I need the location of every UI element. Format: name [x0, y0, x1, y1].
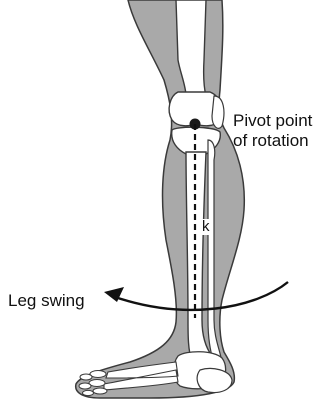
leg-swing-label: Leg swing: [8, 291, 85, 311]
patella-bone: [212, 96, 224, 128]
k-label: k: [201, 219, 211, 235]
pivot-label-line1: Pivot point: [233, 111, 312, 131]
toe-bones: [79, 371, 107, 396]
pivot-label-line2: of rotation: [233, 131, 312, 151]
heel-bone: [197, 368, 232, 392]
leg-silhouette: [76, 0, 245, 398]
pivot-point-label: Pivot point of rotation: [233, 111, 312, 151]
